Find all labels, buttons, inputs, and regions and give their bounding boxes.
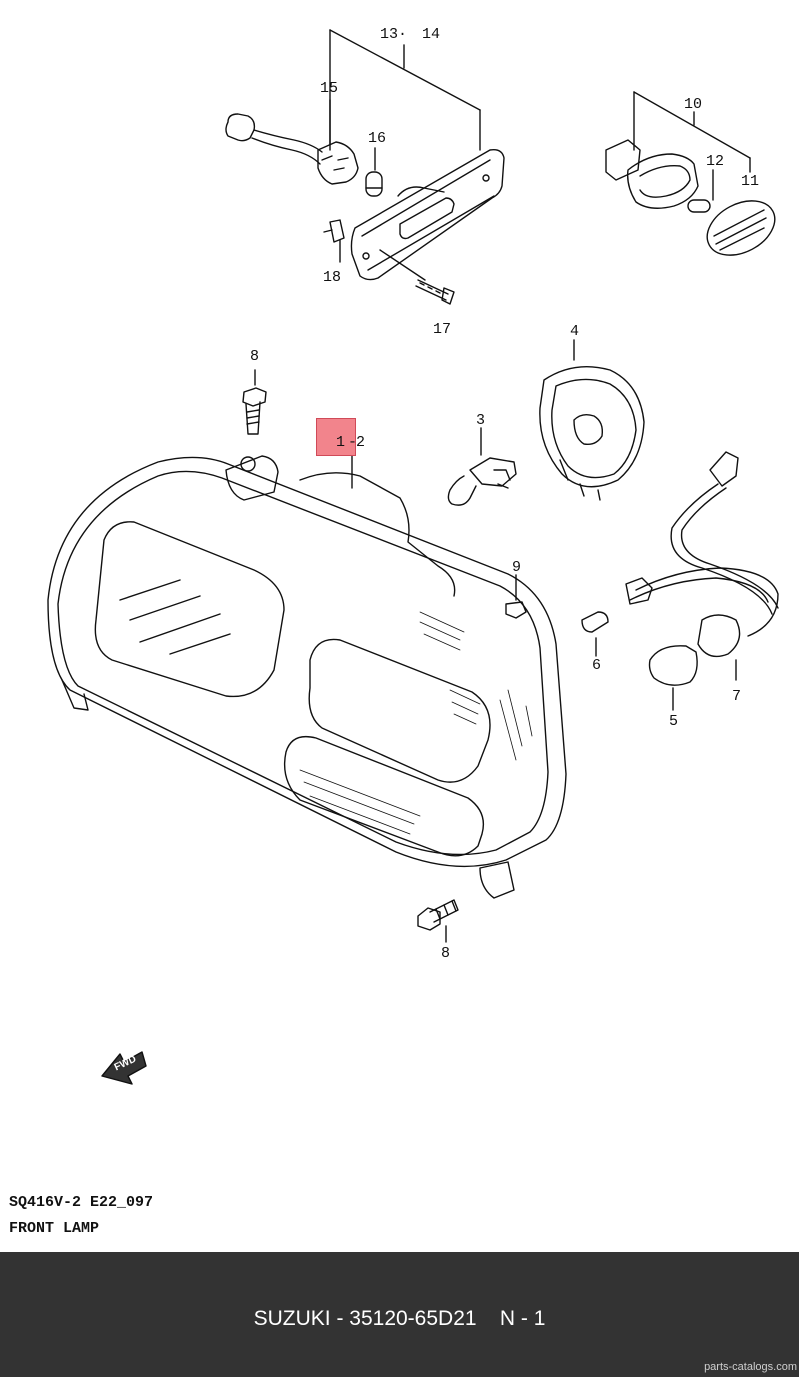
leader-10-12 — [633, 91, 751, 201]
headlamp-shading — [299, 611, 533, 835]
part-number: 35120-65D21 — [349, 1307, 477, 1330]
callout-1[interactable]: 1 — [336, 434, 346, 451]
leader-13-14 — [329, 29, 481, 151]
diagram-drawing — [47, 29, 779, 1085]
connector-15 — [225, 113, 359, 185]
clip-18 — [323, 219, 345, 243]
callout-13[interactable]: 13 — [380, 26, 399, 43]
bulb-5 — [648, 645, 698, 686]
dust-cover-4 — [539, 365, 645, 501]
callout-2[interactable]: 2 — [356, 434, 366, 451]
callout-12[interactable]: 12 — [706, 153, 725, 170]
callout-5[interactable]: 5 — [669, 713, 679, 730]
diagram-code: SQ416V-2 E22_097 — [9, 1194, 154, 1211]
bolt-8-top — [242, 387, 267, 435]
separator-dash: - — [336, 1307, 344, 1330]
callout-4[interactable]: 4 — [570, 323, 580, 340]
position-code: N - 1 — [499, 1307, 546, 1330]
callout-dash: - — [348, 434, 358, 451]
bulb-3 — [447, 457, 517, 506]
callout-8-bottom[interactable]: 8 — [441, 945, 451, 962]
diagram-title: FRONT LAMP — [9, 1220, 100, 1237]
footer-bar: SUZUKI - 35120-65D21 N - 1 parts-catalog… — [0, 1252, 799, 1377]
footer-gap — [477, 1307, 500, 1330]
callout-8-top[interactable]: 8 — [250, 348, 260, 365]
footer-title: SUZUKI - 35120-65D21 N - 1 — [0, 1307, 799, 1331]
callout-11[interactable]: 11 — [741, 173, 760, 190]
clip-9 — [505, 601, 527, 619]
lens-11 — [706, 200, 776, 256]
watermark[interactable]: parts-catalogs.com — [704, 1361, 797, 1373]
callout-7[interactable]: 7 — [732, 688, 742, 705]
screw-17 — [415, 279, 455, 305]
callout-9[interactable]: 9 — [512, 559, 522, 576]
callout-dot: · — [398, 26, 408, 43]
callout-10[interactable]: 10 — [684, 96, 703, 113]
callout-15[interactable]: 15 — [320, 80, 339, 97]
headlamp-1 — [47, 455, 567, 899]
highlight-part-1 — [316, 418, 356, 456]
socket-10 — [605, 139, 699, 209]
callout-18[interactable]: 18 — [323, 269, 342, 286]
harness-7 — [625, 451, 779, 681]
side-marker-13 — [350, 148, 505, 281]
bolt-8-bottom — [417, 899, 459, 931]
callout-14[interactable]: 14 — [422, 26, 441, 43]
bulb-6 — [581, 611, 609, 633]
bulb-12 — [687, 199, 711, 213]
bulb-16 — [365, 171, 383, 197]
callout-3[interactable]: 3 — [476, 412, 486, 429]
brand-name: SUZUKI — [253, 1307, 331, 1330]
callout-17[interactable]: 17 — [433, 321, 452, 338]
callout-6[interactable]: 6 — [592, 657, 602, 674]
parts-diagram: 13 · 14 15 16 18 17 10 12 11 4 8 3 1 - 2… — [9, 26, 779, 1237]
callout-16[interactable]: 16 — [368, 130, 387, 147]
fwd-arrow-shape — [101, 1051, 147, 1085]
